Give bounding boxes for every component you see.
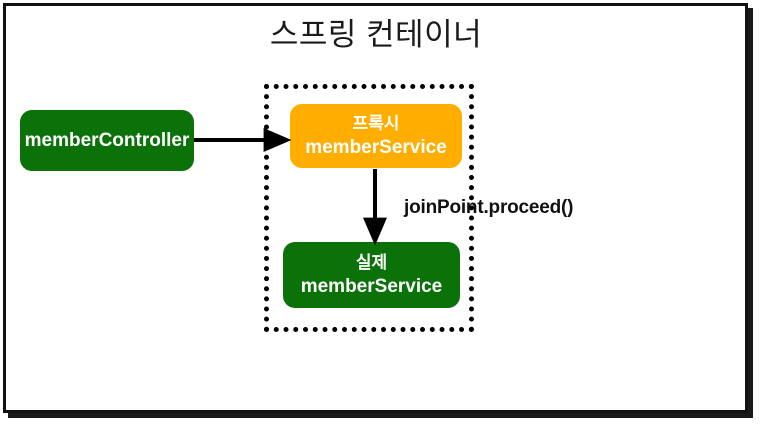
node-proxy-member-service-line2: memberService [305,137,447,158]
node-member-controller-label: memberController [24,129,190,151]
page-title: 스프링 컨테이너 [269,17,483,52]
node-proxy-member-service-line1: 프록시 [352,114,400,133]
node-member-controller: memberController [20,110,194,171]
node-proxy-member-service: 프록시 memberService [290,104,462,168]
node-real-member-service: 실제 memberService [283,242,460,308]
edge-label-joinpoint-proceed: joinPoint.proceed() [404,197,574,218]
spring-container-boundary [264,84,474,332]
node-real-member-service-line2: memberService [300,276,443,297]
node-real-member-service-line1: 실제 [355,253,388,272]
